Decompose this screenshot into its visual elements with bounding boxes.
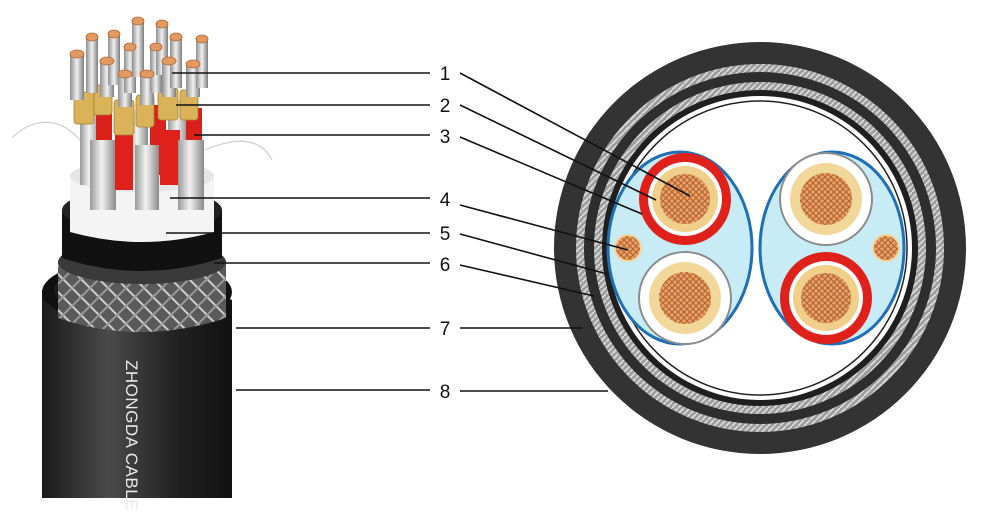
callout-label-7: 7 [440, 319, 451, 340]
core-insulation [160, 130, 180, 185]
xs-pair-right [758, 150, 906, 346]
leader-line-1-right [459, 72, 691, 197]
cable-side-view: ZHONGDA CABLE [11, 16, 273, 511]
callout-label-3: 3 [440, 127, 451, 148]
stranded-wires [70, 22, 208, 107]
callout-label-1: 1 [440, 64, 451, 85]
core-copper [660, 174, 710, 224]
thread [11, 121, 89, 151]
core-insulation [115, 135, 133, 190]
drain-wire [614, 234, 642, 262]
leader-line-5-right [459, 233, 608, 275]
callout-label-6: 6 [440, 255, 451, 276]
core-copper [659, 272, 711, 324]
callouts [166, 72, 691, 392]
leader-line-2-right [459, 104, 657, 201]
core-insulation [135, 145, 159, 210]
drain-wire [872, 234, 900, 262]
leader-line-6-right [459, 264, 595, 297]
callout-label-2: 2 [440, 96, 451, 117]
leader-line-4-right [459, 204, 629, 251]
callout-label-4: 4 [440, 190, 451, 211]
leader-line-3-right [459, 136, 643, 215]
thread [204, 140, 273, 161]
callout-label-5: 5 [440, 224, 451, 245]
core-copper [801, 273, 851, 323]
core-insulation [90, 140, 116, 210]
callout-labels: 1 2 3 4 5 6 7 8 [440, 64, 451, 403]
callout-label-8: 8 [440, 382, 451, 403]
cable-cross-section [554, 42, 966, 454]
core-bundle [69, 16, 209, 210]
copper-tips [69, 16, 209, 79]
core-copper [800, 173, 852, 225]
xs-pair-left [606, 150, 754, 346]
outer-sheath [42, 278, 232, 498]
core-insulation [178, 140, 204, 210]
brand-text: ZHONGDA CABLE [122, 360, 141, 511]
